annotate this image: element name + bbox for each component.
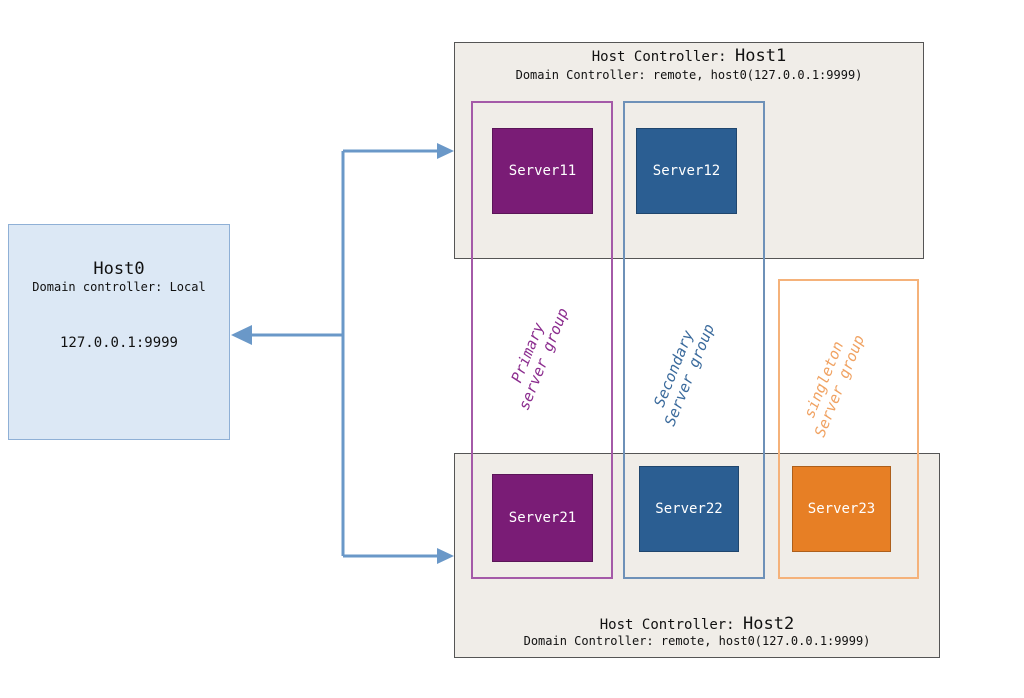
- host0-box: Host0 Domain controller: Local 127.0.0.1…: [8, 224, 230, 440]
- secondary-server-group-outline: [623, 101, 765, 579]
- host0-address: 127.0.0.1:9999: [59, 335, 178, 351]
- server22-box: Server22: [639, 466, 739, 552]
- server11-box: Server11: [492, 128, 593, 214]
- host1-title-name: Host1: [735, 46, 787, 66]
- host2-title-prefix: Host Controller:: [599, 617, 744, 633]
- host2-title-name: Host2: [743, 614, 795, 634]
- arrow-host2-head-icon: [437, 548, 454, 564]
- host1-title: Host Controller: Host1: [455, 46, 923, 66]
- arrow-host1-head-icon: [437, 143, 454, 159]
- host0-subtitle: Domain controller: Local: [32, 280, 206, 294]
- host1-title-prefix: Host Controller:: [591, 49, 736, 65]
- host2-subtitle: Domain Controller: remote, host0(127.0.0…: [523, 634, 871, 648]
- primary-server-group-outline: [471, 101, 613, 579]
- singleton-server-group-outline: [778, 279, 919, 579]
- server12-box: Server12: [636, 128, 737, 214]
- connector-lines: [248, 149, 440, 558]
- host0-title: Host0: [93, 259, 145, 279]
- server23-box: Server23: [792, 466, 891, 552]
- server21-box: Server21: [492, 474, 593, 562]
- host2-title: Host Controller: Host2: [455, 614, 939, 634]
- arrow-host0-head-icon: [231, 325, 252, 345]
- host1-subtitle: Domain Controller: remote, host0(127.0.0…: [515, 68, 863, 82]
